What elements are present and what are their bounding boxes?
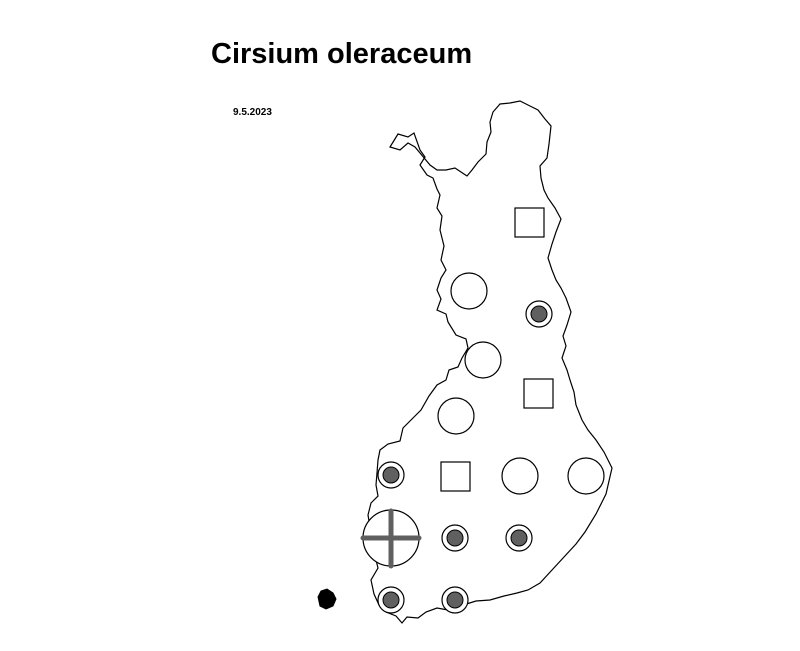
aland-island [317,588,337,610]
open-circle-marker [464,341,502,379]
open-circle-marker [450,272,488,310]
cross-circle-marker [360,508,422,569]
dot-circle-marker [525,300,553,328]
dot-circle-marker [377,461,405,489]
open-square-marker [523,378,554,409]
dot-circle-marker [441,586,469,614]
open-circle-marker [567,457,605,495]
dot-circle-marker [441,524,469,552]
open-circle-marker [501,457,539,495]
open-square-marker [440,461,471,492]
open-square-marker [514,207,545,238]
map-date: 9.5.2023 [233,107,272,118]
open-circle-marker [437,397,475,435]
map-title: Cirsium oleraceum [211,38,473,70]
finland-outline [366,100,613,624]
dot-circle-marker [377,586,405,614]
dot-circle-marker [505,524,533,552]
